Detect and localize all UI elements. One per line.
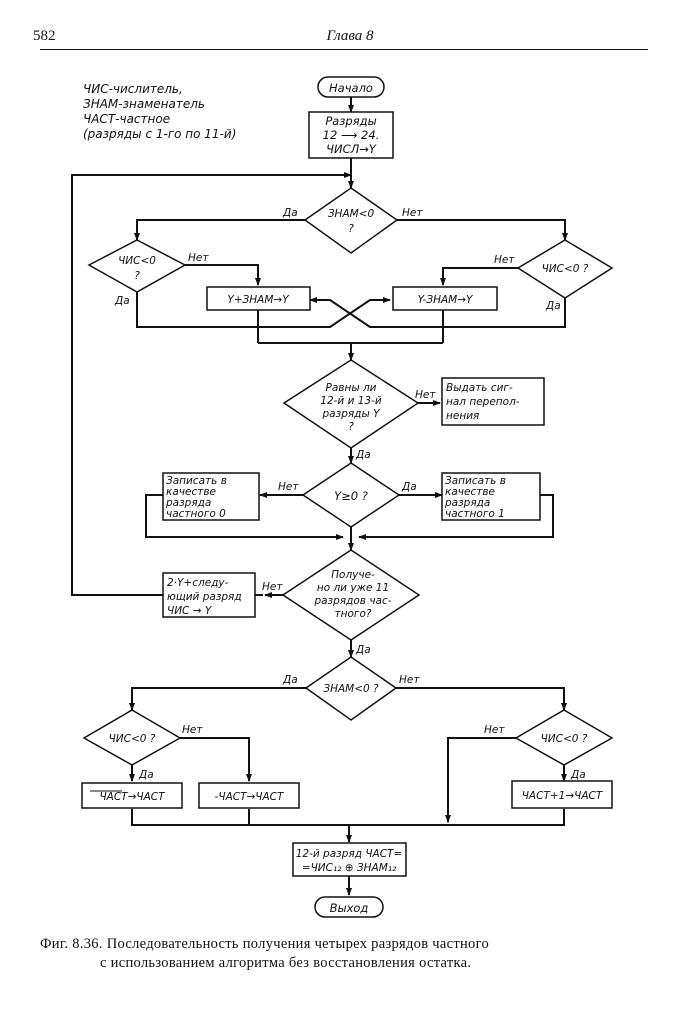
exit-terminal: Выход <box>314 896 384 918</box>
svg-text:Y≥0 ?: Y≥0 ? <box>334 489 368 503</box>
svg-text:ЧИС<0: ЧИС<0 <box>118 255 156 267</box>
svg-text:12 ⟶ 24.: 12 ⟶ 24. <box>323 128 380 142</box>
legend-line: (разряды с 1-го по 11-й) <box>83 127 236 141</box>
svg-text:Y+ЗНАМ→Y: Y+ЗНАМ→Y <box>227 294 290 306</box>
svg-text:=ЧИС₁₂ ⊕ ЗНАМ₁₂: =ЧИС₁₂ ⊕ ЗНАМ₁₂ <box>302 862 397 874</box>
legend-line: ЧАСТ-частное <box>83 112 170 126</box>
svg-text:частного 0: частного 0 <box>166 508 226 520</box>
overflow-signal-box: Выдать сиг- нал перепол- нения <box>441 377 545 426</box>
svg-text:ЧИС<0 ?: ЧИС<0 ? <box>542 263 589 275</box>
legend: ЧИС-числитель, ЗНАМ-знаменатель ЧАСТ-час… <box>83 82 236 141</box>
init-box: Разряды 12 ⟶ 24. ЧИСЛ→Y <box>308 111 394 159</box>
label-no: Нет <box>262 581 283 593</box>
label-yes: Да <box>545 300 561 312</box>
svg-text:разрядов час-: разрядов час- <box>313 595 391 607</box>
invert-quotient-box: ЧАСТ→ЧАСТ <box>81 782 183 809</box>
shift-box: 2·Y+следу- ющий разряд ЧИС → Y <box>162 572 256 618</box>
svg-text:Равны ли: Равны ли <box>326 382 377 394</box>
decision-overflow-check: Равны ли 12-й и 13-й разряды Y ? <box>282 359 420 449</box>
svg-text:Выдать сиг-: Выдать сиг- <box>446 382 513 394</box>
svg-text:качестве: качестве <box>166 486 216 498</box>
subtract-box: Y-ЗНАМ→Y <box>392 286 498 311</box>
label-yes: Да <box>282 674 298 686</box>
label-no: Нет <box>415 389 436 401</box>
decision-all-bits-done: Получе- но ли уже 11 разрядов час- тного… <box>281 549 421 641</box>
svg-text:12-й и 13-й: 12-й и 13-й <box>320 395 382 407</box>
label-yes: Да <box>282 207 298 219</box>
caption-line-1: Фиг. 8.36. Последовательность получения … <box>40 936 490 952</box>
svg-text:ЧАСТ+1→ЧАСТ: ЧАСТ+1→ЧАСТ <box>522 790 604 802</box>
decision-chis-negative-left-final: ЧИС<0 ? <box>82 709 182 766</box>
legend-line: ЧИС-числитель, <box>83 82 183 96</box>
decision-y-nonnegative: Y≥0 ? <box>301 462 401 528</box>
svg-text:ЧИС → Y: ЧИС → Y <box>167 605 213 617</box>
header-rule <box>40 49 648 50</box>
label-no: Нет <box>484 724 505 736</box>
label-yes: Да <box>138 769 154 781</box>
svg-text:ющий разряд: ющий разряд <box>167 591 242 603</box>
label-yes: Да <box>355 449 371 461</box>
svg-text:?: ? <box>348 421 354 433</box>
svg-text:ЧАСТ→ЧАСТ: ЧАСТ→ЧАСТ <box>99 791 166 803</box>
svg-text:разряда: разряда <box>444 497 490 509</box>
negate-quotient-box: -ЧАСТ→ЧАСТ <box>198 782 300 809</box>
svg-text:тного?: тного? <box>335 608 372 620</box>
svg-text:Записать в: Записать в <box>445 475 506 487</box>
label-no: Нет <box>278 481 299 493</box>
label-no: Нет <box>494 254 515 266</box>
decision-znam-negative: ЗНАМ<0 ? <box>303 187 399 254</box>
svg-text:ЗНАМ<0: ЗНАМ<0 <box>328 208 375 220</box>
svg-text:Разряды: Разряды <box>325 114 376 128</box>
svg-text:12-й разряд ЧАСТ=: 12-й разряд ЧАСТ= <box>296 848 403 860</box>
svg-text:Начало: Начало <box>329 81 373 95</box>
svg-text:разряда: разряда <box>165 497 211 509</box>
svg-text:?: ? <box>348 223 354 235</box>
connectors <box>71 97 568 896</box>
increment-quotient-box: ЧАСТ+1→ЧАСТ <box>511 780 613 809</box>
label-no: Нет <box>399 674 420 686</box>
svg-text:?: ? <box>134 270 140 282</box>
page-number: 582 <box>33 28 56 44</box>
svg-text:нения: нения <box>446 410 479 422</box>
svg-text:ЗНАМ<0 ?: ЗНАМ<0 ? <box>323 683 379 695</box>
decision-znam-negative-final: ЗНАМ<0 ? <box>304 656 398 721</box>
svg-text:Записать в: Записать в <box>166 475 227 487</box>
svg-text:ЧИС<0 ?: ЧИС<0 ? <box>109 733 156 745</box>
caption-line-2: с использованием алгоритма без восстанов… <box>100 955 472 971</box>
svg-text:Выход: Выход <box>330 901 369 915</box>
label-no: Нет <box>182 724 203 736</box>
decision-chis-negative-right: ЧИС<0 ? <box>516 239 614 299</box>
label-yes: Да <box>570 769 586 781</box>
start-terminal: Начало <box>317 76 385 98</box>
label-yes: Да <box>355 644 371 656</box>
svg-text:качестве: качестве <box>445 486 495 498</box>
svg-text:ЧИСЛ→Y: ЧИСЛ→Y <box>326 142 377 156</box>
label-no: Нет <box>402 207 423 219</box>
decision-chis-negative-left: ЧИС<0 ? <box>87 239 187 293</box>
write-one-box: Записать в качестве разряда частного 1 <box>441 472 541 521</box>
write-zero-box: Записать в качестве разряда частного 0 <box>162 472 260 521</box>
label-no: Нет <box>188 252 209 264</box>
label-yes: Да <box>114 295 130 307</box>
label-yes: Да <box>401 481 417 493</box>
svg-text:Получе-: Получе- <box>331 569 375 581</box>
svg-text:Y-ЗНАМ→Y: Y-ЗНАМ→Y <box>418 294 474 306</box>
svg-text:-ЧАСТ→ЧАСТ: -ЧАСТ→ЧАСТ <box>215 791 285 803</box>
svg-text:но ли уже 11: но ли уже 11 <box>317 582 389 594</box>
svg-text:2·Y+следу-: 2·Y+следу- <box>167 577 229 589</box>
decision-chis-negative-right-final: ЧИС<0 ? <box>514 709 614 766</box>
svg-text:ЧИС<0 ?: ЧИС<0 ? <box>541 733 588 745</box>
chapter-title: Глава 8 <box>326 28 374 44</box>
figure-caption: Фиг. 8.36. Последовательность получения … <box>40 935 660 973</box>
bit12-box: 12-й разряд ЧАСТ= =ЧИС₁₂ ⊕ ЗНАМ₁₂ <box>292 842 407 877</box>
add-box: Y+ЗНАМ→Y <box>206 286 311 311</box>
legend-line: ЗНАМ-знаменатель <box>83 97 205 111</box>
svg-text:нал перепол-: нал перепол- <box>446 396 520 408</box>
svg-text:разряды Y: разряды Y <box>322 408 382 420</box>
svg-text:частного 1: частного 1 <box>445 508 505 520</box>
